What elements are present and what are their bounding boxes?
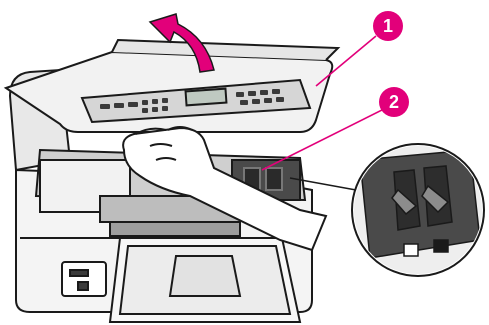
paper-tray <box>110 238 300 322</box>
callout-badge-1: 1 <box>373 11 403 41</box>
callout-label-2: 2 <box>389 92 399 112</box>
callout-badge-2: 2 <box>379 87 409 117</box>
display-screen <box>186 89 227 106</box>
printer-lid <box>6 40 338 132</box>
cartridge-zoom-inset <box>290 140 489 280</box>
callout-label-1: 1 <box>383 16 393 36</box>
